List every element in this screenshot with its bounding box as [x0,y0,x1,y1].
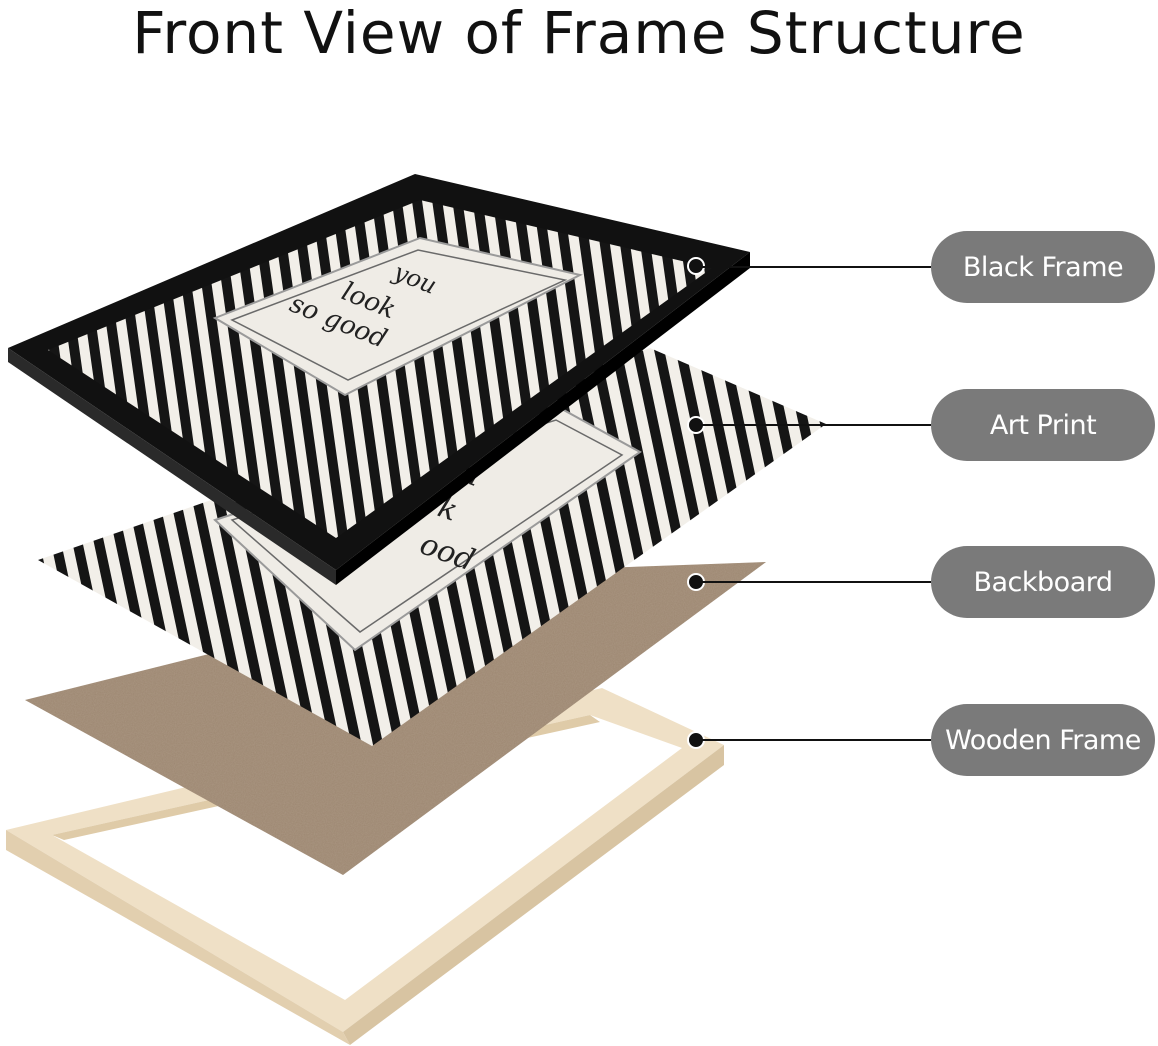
wooden-frame [6,688,724,1045]
label-backboard: Backboard [931,546,1155,618]
label-black-frame: Black Frame [931,231,1155,303]
leader-lines [687,257,931,749]
label-art-print: Art Print [931,389,1155,461]
page-title: Front View of Frame Structure [132,0,1026,67]
black-frame: you look so good [8,174,750,585]
label-wooden-frame: Wooden Frame [931,704,1155,776]
